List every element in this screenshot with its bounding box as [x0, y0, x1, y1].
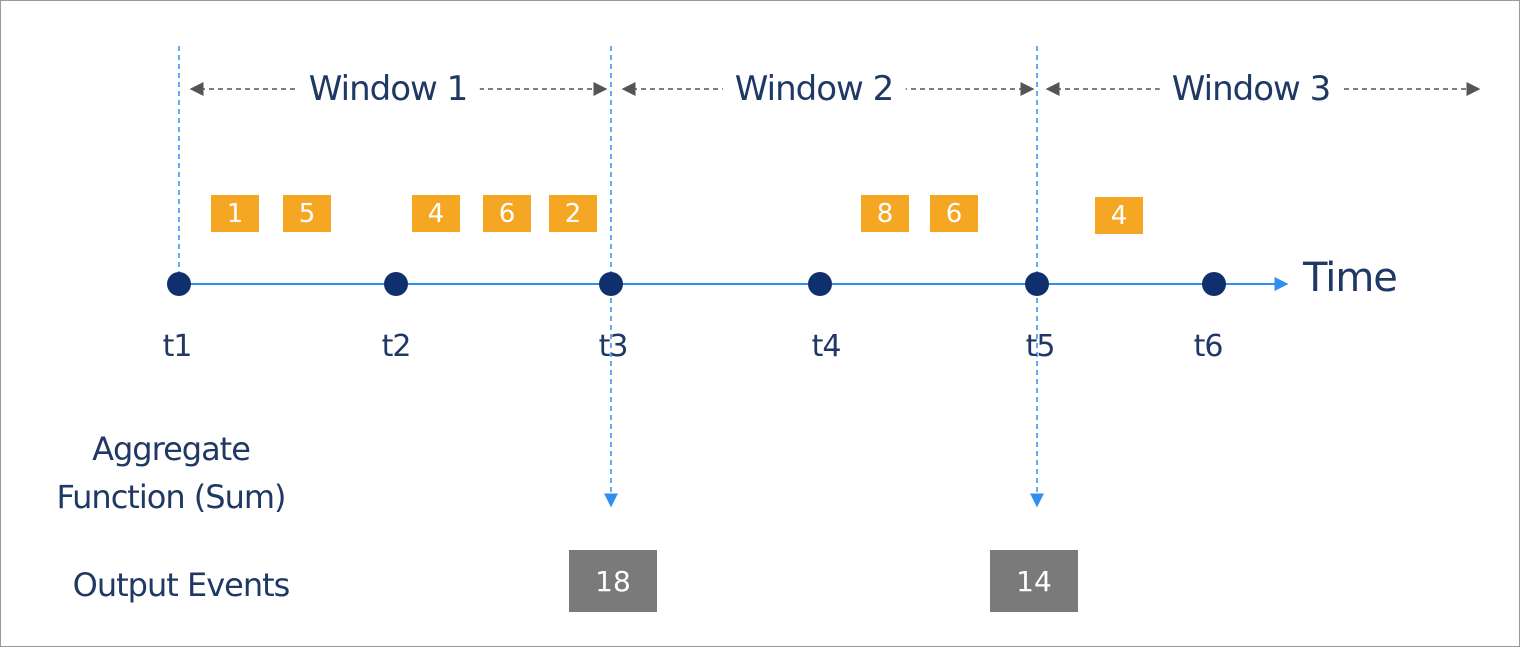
event-box: 6 — [930, 195, 978, 232]
tick-label-t1: t1 — [162, 329, 193, 364]
event-box: 4 — [412, 195, 460, 232]
tick-dot-t4 — [808, 272, 832, 296]
tick-dot-t1 — [167, 272, 191, 296]
window-3-label: Window 3 — [1159, 65, 1343, 113]
event-box: 5 — [283, 195, 331, 232]
tick-dot-t6 — [1202, 272, 1226, 296]
tick-dot-t2 — [384, 272, 408, 296]
event-box: 1 — [211, 195, 259, 232]
output-event-box: 14 — [990, 550, 1078, 612]
tick-label-t2: t2 — [381, 329, 412, 364]
tick-label-t5: t5 — [1025, 329, 1056, 364]
event-box: 4 — [1095, 197, 1143, 234]
aggregate-label-line1: Aggregate — [92, 430, 251, 468]
tick-label-t3: t3 — [598, 329, 629, 364]
aggregate-label-line2: Function (Sum) — [56, 478, 286, 516]
aggregate-function-label: Aggregate Function (Sum) — [51, 425, 291, 521]
event-box: 2 — [549, 195, 597, 232]
output-events-label: Output Events — [72, 566, 291, 604]
tick-dot-t5 — [1025, 272, 1049, 296]
window-2-label: Window 2 — [722, 65, 906, 113]
tick-label-t6: t6 — [1193, 329, 1224, 364]
tick-dot-t3 — [599, 272, 623, 296]
tick-label-t4: t4 — [811, 329, 842, 364]
event-box: 6 — [483, 195, 531, 232]
time-axis-label: Time — [1303, 255, 1398, 301]
output-event-box: 18 — [569, 550, 657, 612]
window-1-label: Window 1 — [296, 65, 480, 113]
event-box: 8 — [861, 195, 909, 232]
